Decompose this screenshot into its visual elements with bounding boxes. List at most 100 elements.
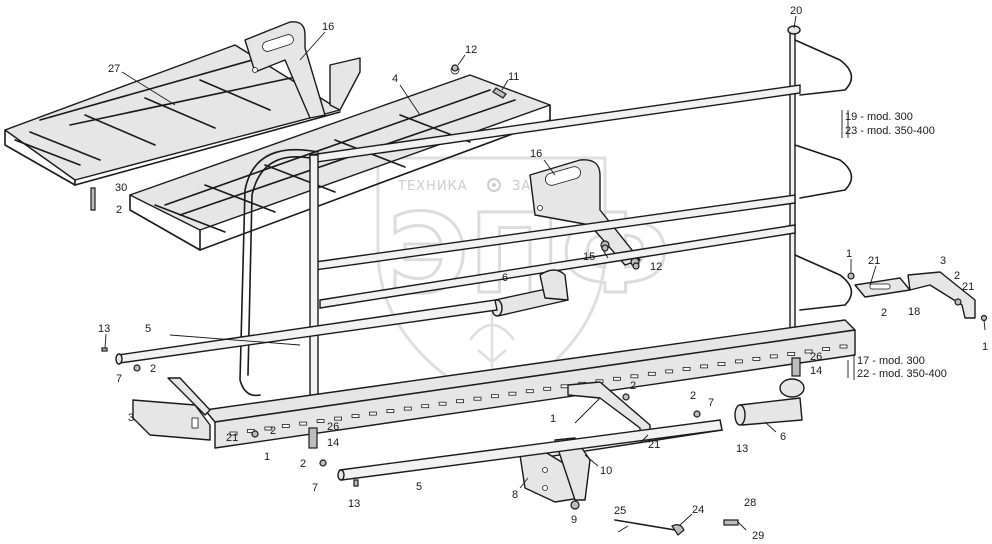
pin-11 [492, 87, 507, 99]
channel-slot [438, 401, 447, 406]
channel-slot [368, 411, 377, 416]
callout-2-left: 2 [150, 363, 156, 375]
channel-slot [717, 361, 726, 366]
cable-tie-25 [614, 519, 685, 536]
step-ladder-27 [4, 44, 361, 186]
leader-lines [104, 15, 986, 533]
fasteners [90, 64, 988, 526]
rod-5-lower [337, 419, 723, 481]
callout-29: 29 [752, 530, 764, 542]
callout-2-mid: 2 [300, 458, 306, 470]
note-19: 19 - mod. 300 [845, 111, 913, 123]
channel-slot [700, 364, 708, 369]
callout-21-center: 21 [648, 439, 660, 451]
callout-28: 28 [744, 497, 756, 509]
callout-14-left: 14 [327, 437, 339, 449]
callout-labels: 27 16 12 4 11 20 30 2 16 15 12 6 19 - mo… [98, 5, 988, 542]
callout-20: 20 [790, 5, 802, 17]
callout-15: 15 [583, 251, 595, 263]
bracket-3-right [907, 271, 976, 319]
channel-slot [508, 391, 517, 396]
callout-2-center: 2 [630, 380, 636, 392]
channel-slot [299, 421, 308, 426]
screw-15 [601, 244, 609, 252]
channel-slot [543, 386, 552, 391]
channel-slot [839, 344, 848, 349]
tube-6-lower [734, 378, 805, 426]
callout-6-upper: 6 [502, 272, 508, 284]
callout-11: 11 [508, 71, 519, 83]
callout-21-left: 21 [226, 432, 238, 444]
channel-slot [682, 366, 691, 371]
channel-slot [822, 347, 830, 351]
callout-26-left: 26 [327, 421, 339, 433]
side-channel-17-22 [167, 319, 856, 449]
callout-24: 24 [692, 504, 704, 516]
channel-slot [647, 371, 656, 376]
channel-slot [264, 426, 273, 431]
channel-slot [490, 394, 499, 399]
callout-1-right: 1 [846, 248, 852, 260]
channel-slot [281, 424, 290, 428]
channel-slot [560, 384, 569, 389]
channel-slot [456, 399, 465, 404]
callout-2-left-low: 2 [270, 425, 276, 437]
callout-21-right: 21 [868, 255, 880, 267]
tube-6-upper [491, 269, 569, 317]
callout-3-right: 3 [940, 255, 946, 267]
callout-2-right: 2 [954, 270, 960, 282]
channel-slot [421, 404, 430, 409]
channel-slot [351, 414, 360, 419]
note-17: 17 - mod. 300 [857, 355, 925, 367]
bracket-3-left [132, 399, 211, 441]
bracket-18 [854, 277, 911, 298]
callout-9: 9 [571, 514, 577, 526]
rod-5-upper [115, 299, 498, 365]
channel-slot [752, 356, 761, 361]
channel-holes [229, 344, 848, 436]
callout-7-left: 7 [116, 373, 122, 385]
channel-slot [334, 416, 343, 421]
callout-26-right: 26 [810, 351, 822, 363]
callout-10: 10 [600, 465, 612, 477]
channel-slot [613, 376, 621, 381]
callout-30: 30 [115, 182, 127, 194]
callout-4: 4 [392, 73, 398, 85]
note-22: 22 - mod. 350-400 [857, 368, 947, 380]
callout-14-right: 14 [810, 365, 822, 377]
callout-16-upper: 16 [322, 21, 334, 33]
channel-slot [316, 419, 325, 424]
callout-8: 8 [512, 489, 518, 501]
callout-25: 25 [614, 505, 626, 517]
callout-2-right-low: 2 [690, 390, 696, 402]
channel-slot [403, 406, 412, 411]
callout-12-upper: 12 [465, 44, 477, 56]
callout-13-right: 13 [736, 443, 748, 455]
note-brackets [841, 110, 855, 380]
callout-13-left: 13 [98, 323, 110, 335]
bracket-16-upper [244, 21, 326, 119]
channel-slot [630, 374, 639, 379]
note-23: 23 - mod. 350-400 [845, 125, 935, 137]
watermark-wheat [468, 312, 516, 375]
channel-slot [473, 396, 482, 401]
callout-7-mid: 7 [312, 482, 318, 494]
handrail-19-23 [239, 25, 853, 426]
callout-6-lower: 6 [780, 431, 786, 443]
callout-5-upper: 5 [145, 323, 151, 335]
watermark-left-text: ТЕХНИКА [397, 179, 468, 194]
callout-2-upper: 2 [116, 204, 122, 216]
callout-5-lower: 5 [416, 481, 422, 493]
channel-slot [525, 389, 534, 394]
callout-13-mid: 13 [348, 498, 360, 510]
channel-slot [787, 352, 796, 356]
callout-2-bracket: 2 [881, 307, 887, 319]
callout-3-left: 3 [128, 412, 134, 424]
callout-1-center: 1 [550, 413, 556, 425]
callout-1-left: 1 [264, 451, 270, 463]
channel-slot [665, 369, 674, 374]
callout-27: 27 [108, 63, 120, 75]
channel-slot [769, 354, 778, 359]
callout-12-lower: 12 [650, 261, 662, 273]
